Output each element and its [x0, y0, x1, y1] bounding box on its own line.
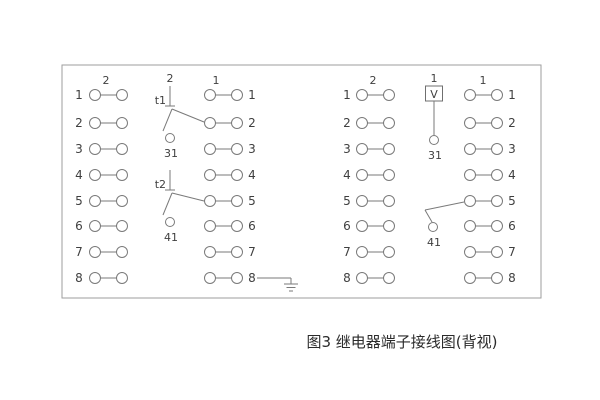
terminal-pair	[464, 143, 503, 155]
terminal-31-label: 31	[164, 147, 178, 160]
contact-terminal-circle	[165, 217, 175, 227]
polarity-mark: 2	[370, 74, 377, 87]
terminal-pair	[89, 195, 128, 207]
terminal-number: 6	[343, 219, 351, 233]
contact-blade	[162, 192, 173, 216]
contact-blade	[162, 108, 173, 132]
polarity-mark: 2	[103, 74, 110, 87]
terminal-pair	[356, 220, 395, 232]
terminal-pair	[356, 143, 395, 155]
terminal-group-inner-right: 1 2 3 4 5 6 7 8 2	[343, 74, 395, 285]
terminal-number: 5	[508, 194, 516, 208]
terminal-number: 8	[248, 271, 256, 285]
terminal-pair	[464, 169, 503, 181]
terminal-number: 1	[248, 88, 256, 102]
polarity-mark: 1	[480, 74, 487, 87]
contact-terminal-circle	[428, 222, 438, 232]
terminal-number: 2	[248, 116, 256, 130]
terminal-group-outer-left: 1 2 3 4 5 6 7 8 2	[75, 74, 128, 285]
terminal-pair	[204, 143, 243, 155]
diagram-frame	[61, 64, 542, 299]
terminal-number: 2	[75, 116, 83, 130]
terminal-group-inner-left: 1 2 3 4 5 6 7 8 1	[204, 74, 256, 285]
terminal-pair	[89, 143, 128, 155]
terminal-number: 8	[75, 271, 83, 285]
contact-link	[171, 108, 205, 123]
terminal-number: 7	[248, 245, 256, 259]
terminal-number: 6	[508, 219, 516, 233]
terminal-number: 5	[343, 194, 351, 208]
voltmeter-label: V	[430, 88, 438, 101]
terminal-number: 5	[75, 194, 83, 208]
terminal-number: 8	[508, 271, 516, 285]
contact-label-t1: t1	[155, 94, 166, 107]
terminal-pair	[356, 246, 395, 258]
terminal-pair	[356, 169, 395, 181]
terminal-number: 8	[343, 271, 351, 285]
terminal-pair	[464, 220, 503, 232]
terminal-pair	[89, 220, 128, 232]
right-contact-column: 1 V 31 41	[424, 72, 465, 249]
terminal-pair	[89, 272, 128, 284]
terminal-pair	[356, 117, 395, 129]
terminal-41-label: 41	[427, 236, 441, 249]
terminal-number: 2	[343, 116, 351, 130]
left-contact-column: 2 t1 31 t2 41	[155, 72, 205, 244]
terminal-number: 5	[248, 194, 256, 208]
terminal-pair	[464, 272, 503, 284]
contact-blade	[424, 209, 433, 223]
terminal-number: 2	[508, 116, 516, 130]
terminal-pair	[89, 169, 128, 181]
figure-caption: 图3 继电器端子接线图(背视)	[306, 333, 497, 351]
terminal-number: 4	[75, 168, 83, 182]
contact-terminal-mark: 2	[167, 72, 174, 85]
contact-terminal-mark: 1	[431, 72, 438, 85]
terminal-pair	[204, 169, 243, 181]
terminal-pair	[464, 195, 503, 207]
terminal-pair	[204, 220, 243, 232]
terminal-41-label: 41	[164, 231, 178, 244]
terminal-pair	[464, 246, 503, 258]
contact-terminal-circle	[165, 133, 175, 143]
terminal-number: 6	[248, 219, 256, 233]
terminal-number: 3	[508, 142, 516, 156]
terminal-pair	[356, 195, 395, 207]
terminal-pair	[204, 246, 243, 258]
terminal-number: 7	[508, 245, 516, 259]
terminal-pair	[204, 272, 243, 284]
terminal-number: 6	[75, 219, 83, 233]
terminal-pair	[204, 117, 243, 129]
terminal-number: 3	[248, 142, 256, 156]
terminal-number: 3	[343, 142, 351, 156]
terminal-31-label: 31	[428, 149, 442, 162]
terminal-pair	[89, 246, 128, 258]
terminal-pair	[464, 89, 503, 101]
terminal-number: 4	[343, 168, 351, 182]
ground-symbol	[257, 277, 298, 292]
terminal-group-outer-right: 1 2 3 4 5 6 7 8 1	[464, 74, 516, 285]
terminal-number: 4	[508, 168, 516, 182]
terminal-pair	[356, 272, 395, 284]
terminal-pair	[464, 117, 503, 129]
terminal-pair	[89, 117, 128, 129]
terminal-number: 7	[75, 245, 83, 259]
contact-link	[424, 201, 465, 211]
contact-label-t2: t2	[155, 178, 166, 191]
contact-link	[171, 192, 205, 202]
terminal-pair	[204, 195, 243, 207]
polarity-mark: 1	[213, 74, 220, 87]
terminal-number: 4	[248, 168, 256, 182]
terminal-number: 7	[343, 245, 351, 259]
terminal-number: 1	[508, 88, 516, 102]
terminal-pair	[89, 89, 128, 101]
terminal-number: 1	[75, 88, 83, 102]
contact-terminal-circle	[429, 135, 439, 145]
terminal-number: 1	[343, 88, 351, 102]
terminal-pair	[356, 89, 395, 101]
terminal-pair	[204, 89, 243, 101]
terminal-number: 3	[75, 142, 83, 156]
